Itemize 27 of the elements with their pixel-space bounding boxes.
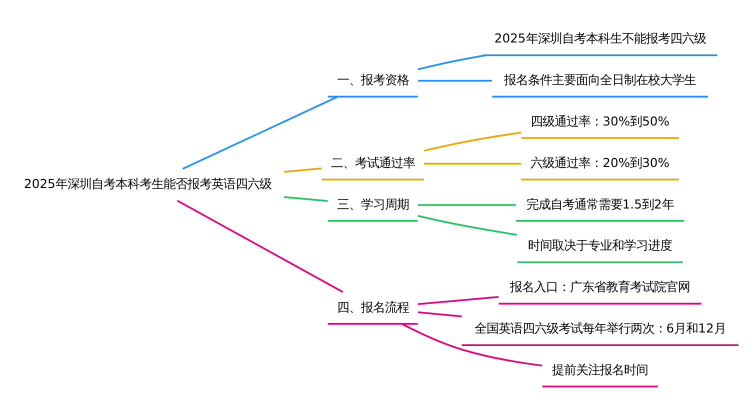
connector bbox=[284, 167, 322, 173]
node-text: 全国英语四六级考试每年举行两次：6月和12月 bbox=[474, 321, 726, 336]
node-text: 提前关注报名时间 bbox=[552, 362, 648, 377]
connector bbox=[402, 323, 542, 366]
node-text: 四、报名流程 bbox=[336, 300, 409, 314]
node-text: 时间取决于专业和学习进度 bbox=[528, 238, 672, 253]
connector bbox=[418, 311, 462, 318]
connector bbox=[182, 96, 338, 170]
node-text: 三、学习周期 bbox=[336, 197, 409, 212]
connector bbox=[418, 214, 518, 236]
connector bbox=[418, 204, 516, 206]
connector bbox=[418, 80, 492, 82]
node-text: 报名条件主要面向全日制在校大学生 bbox=[504, 73, 696, 88]
node-text: 一、报考资格 bbox=[336, 73, 409, 88]
node-text: 四级通过率：30%到50% bbox=[530, 114, 670, 128]
connector bbox=[418, 54, 486, 70]
connector bbox=[284, 196, 328, 202]
node-text: 六级通过率：20%到30% bbox=[530, 156, 670, 170]
connector bbox=[176, 200, 344, 293]
node-text: 报名入口：广东省教育考试院官网 bbox=[510, 280, 690, 294]
node-text: 2025年深圳自考本科生不能报考四六级 bbox=[494, 32, 706, 46]
node-text: 2025年深圳自考本科考生能否报考英语四六级 bbox=[24, 177, 272, 191]
node-text: 二、考试通过率 bbox=[330, 156, 415, 170]
connector bbox=[424, 162, 522, 164]
connector bbox=[418, 296, 499, 305]
connector bbox=[424, 132, 522, 152]
node-text: 完成自考通常需要1.5到2年 bbox=[526, 197, 674, 212]
